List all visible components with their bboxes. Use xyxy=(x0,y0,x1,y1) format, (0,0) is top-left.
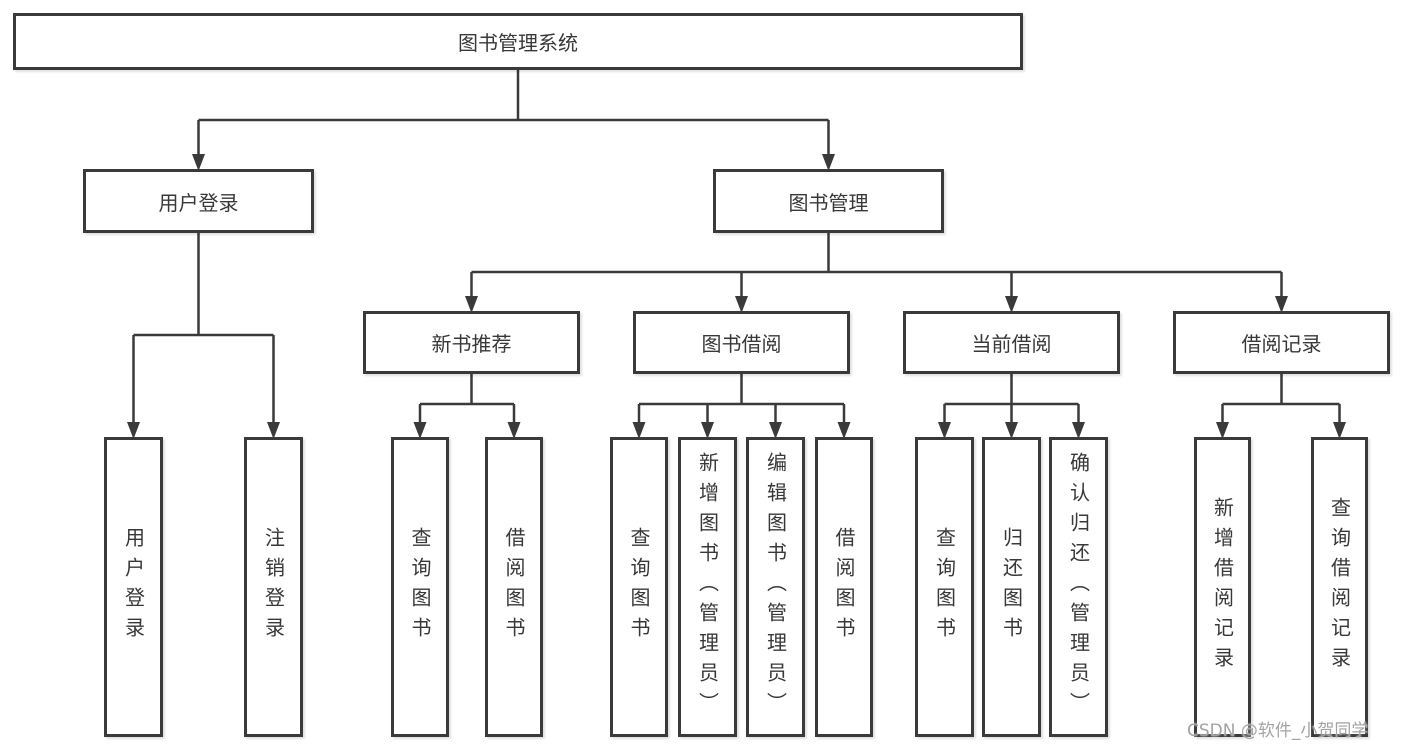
node-new-book-recommend: 新书推荐 xyxy=(363,311,580,374)
node-label-leaf-login: 用户登录 xyxy=(121,527,146,647)
node-borrowing-records: 借阅记录 xyxy=(1173,311,1390,374)
node-user-login: 用户登录 xyxy=(83,169,314,233)
node-leaf-cb-query-books: 查询图书 xyxy=(915,437,974,737)
node-current-borrowing: 当前借阅 xyxy=(903,311,1120,374)
node-label-leaf-br-add-record: 新增借阅记录 xyxy=(1210,497,1235,677)
node-label-leaf-br-query-record: 查询借阅记录 xyxy=(1327,497,1352,677)
node-leaf-bb-borrow-books: 借阅图书 xyxy=(815,437,873,737)
node-leaf-br-add-record: 新增借阅记录 xyxy=(1194,437,1251,737)
node-book-borrowing: 图书借阅 xyxy=(633,311,850,374)
connector-borrowing-records xyxy=(1216,374,1346,439)
connector-current-borrowing xyxy=(938,374,1085,439)
node-label-leaf-nbr-borrow-books: 借阅图书 xyxy=(502,527,526,647)
node-label-new-book-recommend: 新书推荐 xyxy=(431,332,512,356)
node-label-root: 图书管理系统 xyxy=(458,31,578,55)
csdn-watermark: CSDN @软件_小贺同学 xyxy=(1187,721,1369,741)
node-label-leaf-bb-edit-books: 编辑图书（管理员） xyxy=(763,452,788,722)
arrowhead xyxy=(465,296,478,313)
connector-user-login xyxy=(127,233,280,439)
connector-book-borrowing xyxy=(632,374,851,439)
node-root: 图书管理系统 xyxy=(13,13,1023,70)
node-label-book-borrowing: 图书借阅 xyxy=(701,332,782,356)
node-label-leaf-bb-borrow-books: 借阅图书 xyxy=(832,527,856,647)
node-label-leaf-logout: 注销登录 xyxy=(261,527,286,647)
arrowhead xyxy=(837,422,851,439)
connector-new-book-recommend xyxy=(413,374,521,439)
arrowhead xyxy=(507,422,521,439)
arrowhead xyxy=(938,422,951,439)
arrowhead xyxy=(1216,422,1229,439)
arrowhead xyxy=(1275,296,1288,313)
node-leaf-bb-query-books: 查询图书 xyxy=(610,437,668,737)
node-label-leaf-bb-add-books: 新增图书（管理员） xyxy=(695,452,720,722)
arrowhead xyxy=(192,154,205,171)
node-label-book-management: 图书管理 xyxy=(788,190,869,215)
node-book-management: 图书管理 xyxy=(713,169,944,233)
arrowhead xyxy=(701,422,714,439)
node-leaf-nbr-borrow-books: 借阅图书 xyxy=(485,437,543,737)
arrowhead xyxy=(1333,422,1346,439)
node-leaf-bb-edit-books: 编辑图书（管理员） xyxy=(746,437,805,737)
node-leaf-cb-return-books: 归还图书 xyxy=(982,437,1041,737)
node-leaf-cb-confirm-return: 确认归还（管理员） xyxy=(1049,437,1108,737)
node-leaf-login: 用户登录 xyxy=(104,437,163,737)
connector-root xyxy=(192,70,835,171)
node-label-user-login: 用户登录 xyxy=(158,190,239,215)
arrowhead xyxy=(1005,296,1018,313)
node-label-leaf-cb-confirm-return: 确认归还（管理员） xyxy=(1066,452,1091,722)
node-leaf-br-query-record: 查询借阅记录 xyxy=(1311,437,1368,737)
node-leaf-bb-add-books: 新增图书（管理员） xyxy=(678,437,737,737)
node-label-leaf-bb-query-books: 查询图书 xyxy=(627,527,651,647)
arrowhead xyxy=(735,296,748,313)
node-label-current-borrowing: 当前借阅 xyxy=(971,332,1052,356)
node-label-leaf-nbr-query-books: 查询图书 xyxy=(408,527,432,647)
arrowhead xyxy=(413,422,427,439)
arrowhead xyxy=(632,422,646,439)
node-leaf-nbr-query-books: 查询图书 xyxy=(391,437,449,737)
arrowhead xyxy=(1072,422,1085,439)
node-label-borrowing-records: 借阅记录 xyxy=(1241,332,1322,356)
arrowhead xyxy=(267,422,280,439)
node-label-leaf-cb-return-books: 归还图书 xyxy=(999,527,1024,647)
node-label-leaf-cb-query-books: 查询图书 xyxy=(932,527,957,647)
arrowhead xyxy=(769,422,782,439)
arrowhead xyxy=(1005,422,1018,439)
node-leaf-logout: 注销登录 xyxy=(244,437,303,737)
connector-book-management xyxy=(465,233,1288,313)
arrowhead xyxy=(127,422,140,439)
arrowhead xyxy=(822,154,835,171)
